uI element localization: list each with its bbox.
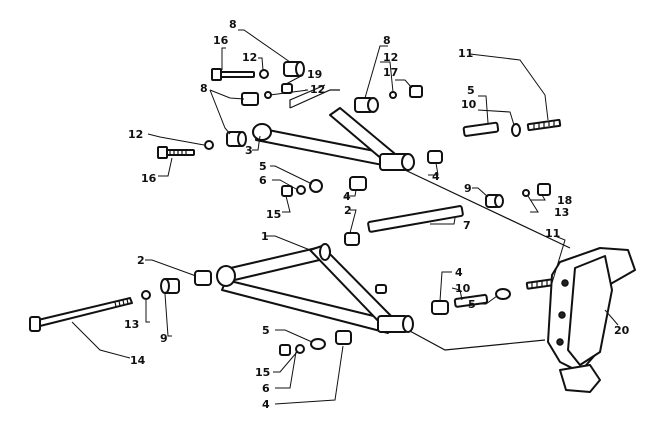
callout-c38: 6 — [262, 382, 270, 395]
callout-c29: 4 — [455, 266, 463, 279]
callout-c35: 14 — [130, 354, 146, 367]
callout-c34: 20 — [614, 324, 630, 337]
right-hardware — [485, 183, 551, 208]
bracket-outline-2 — [289, 84, 326, 108]
leader-lines — [71, 29, 619, 405]
callout-c5: 19 — [307, 68, 322, 81]
routing-line-lower — [407, 329, 546, 351]
callout-c6: 12 — [310, 83, 325, 96]
callout-c33: 9 — [160, 332, 168, 345]
lower-a-arm — [216, 243, 414, 334]
callout-c12: 10 — [461, 98, 477, 111]
callout-c31: 5 — [468, 298, 476, 311]
upper-bushing-group — [354, 85, 423, 113]
callout-c26: 1 — [261, 230, 269, 243]
callout-c2: 16 — [213, 34, 229, 47]
callout-c17: 5 — [259, 160, 267, 173]
callout-c20: 15 — [266, 208, 281, 221]
upper-left-hardware — [157, 61, 305, 159]
callout-c19: 4 — [343, 190, 351, 203]
spindle-bracket — [547, 247, 636, 393]
upper-pivot-hardware — [281, 176, 367, 197]
callout-c36: 5 — [262, 324, 270, 337]
callout-c27: 11 — [545, 227, 560, 240]
callout-c21: 9 — [464, 182, 472, 195]
bracket-outline — [289, 89, 340, 109]
callout-c4: 8 — [200, 82, 208, 95]
callout-c25: 7 — [463, 219, 471, 232]
lower-left-hardware — [29, 270, 212, 332]
callout-c3: 12 — [242, 51, 257, 64]
callout-c24: 2 — [344, 204, 352, 217]
callout-c1: 8 — [229, 18, 237, 31]
lower-pivot-hardware — [279, 330, 352, 356]
callout-c37: 15 — [255, 366, 270, 379]
callout-c28: 2 — [137, 254, 145, 267]
callout-c13: 12 — [128, 128, 143, 141]
lower-right-hardware — [431, 278, 557, 315]
callout-c9: 17 — [383, 66, 398, 79]
callout-c23: 13 — [554, 206, 569, 219]
callout-c11: 5 — [467, 84, 475, 97]
callout-c18: 6 — [259, 174, 267, 187]
callout-c32: 13 — [124, 318, 139, 331]
shaft-assembly — [344, 205, 464, 246]
upper-a-arm — [252, 107, 415, 171]
callout-c10: 11 — [458, 47, 473, 60]
callout-c8: 12 — [383, 51, 398, 64]
callout-c14: 3 — [245, 144, 253, 157]
callout-c22: 18 — [557, 194, 572, 207]
callout-c39: 4 — [262, 398, 270, 411]
callout-c7: 8 — [383, 34, 391, 47]
callout-c16: 4 — [432, 170, 440, 183]
routing-line — [404, 169, 571, 249]
callout-c15: 16 — [141, 172, 157, 185]
callout-labels: 8 16 12 8 19 12 8 12 17 11 5 10 12 3 16 … — [124, 18, 630, 411]
callout-c30: 10 — [455, 282, 471, 295]
upper-right-hardware — [427, 118, 562, 164]
